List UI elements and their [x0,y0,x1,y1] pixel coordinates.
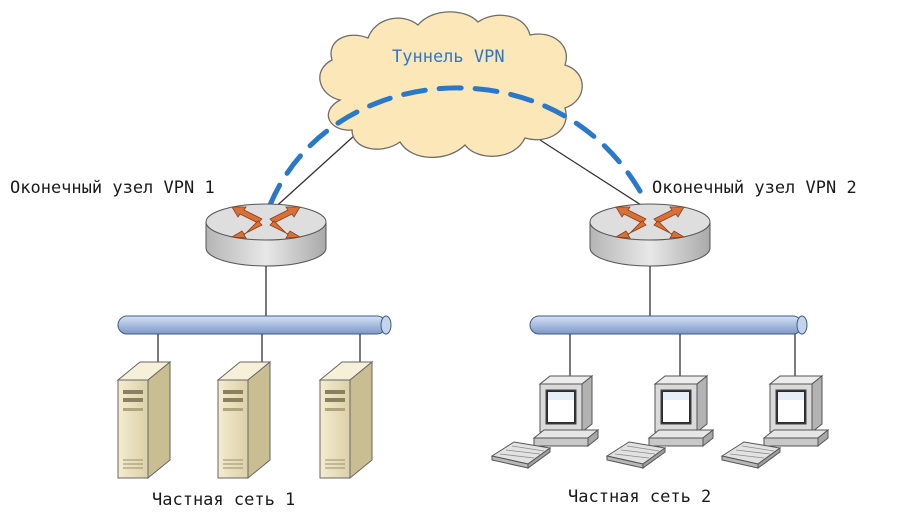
endpoint-label-2: Оконечный узел VPN 2 [652,178,857,198]
network-bus-1 [117,315,392,335]
workstation-icon [721,375,829,469]
router-icon [205,203,327,267]
network-label-1: Частная сеть 1 [152,490,295,510]
server-icon [319,361,373,479]
network-bus-2 [529,315,808,335]
link-cloud-router-1 [269,134,356,213]
server-icon [217,361,271,479]
router-icon [589,203,711,267]
workstation-icon [606,375,714,469]
endpoint-label-1: Оконечный узел VPN 1 [10,178,215,198]
workstation-icon [491,375,599,469]
server-icon [117,361,171,479]
network-label-2: Частная сеть 2 [568,487,711,507]
link-cloud-router-2 [539,139,653,213]
tunnel-label: Туннель VPN [392,47,505,67]
cloud-icon [319,11,583,159]
vpn-tunnel-path [267,85,648,208]
